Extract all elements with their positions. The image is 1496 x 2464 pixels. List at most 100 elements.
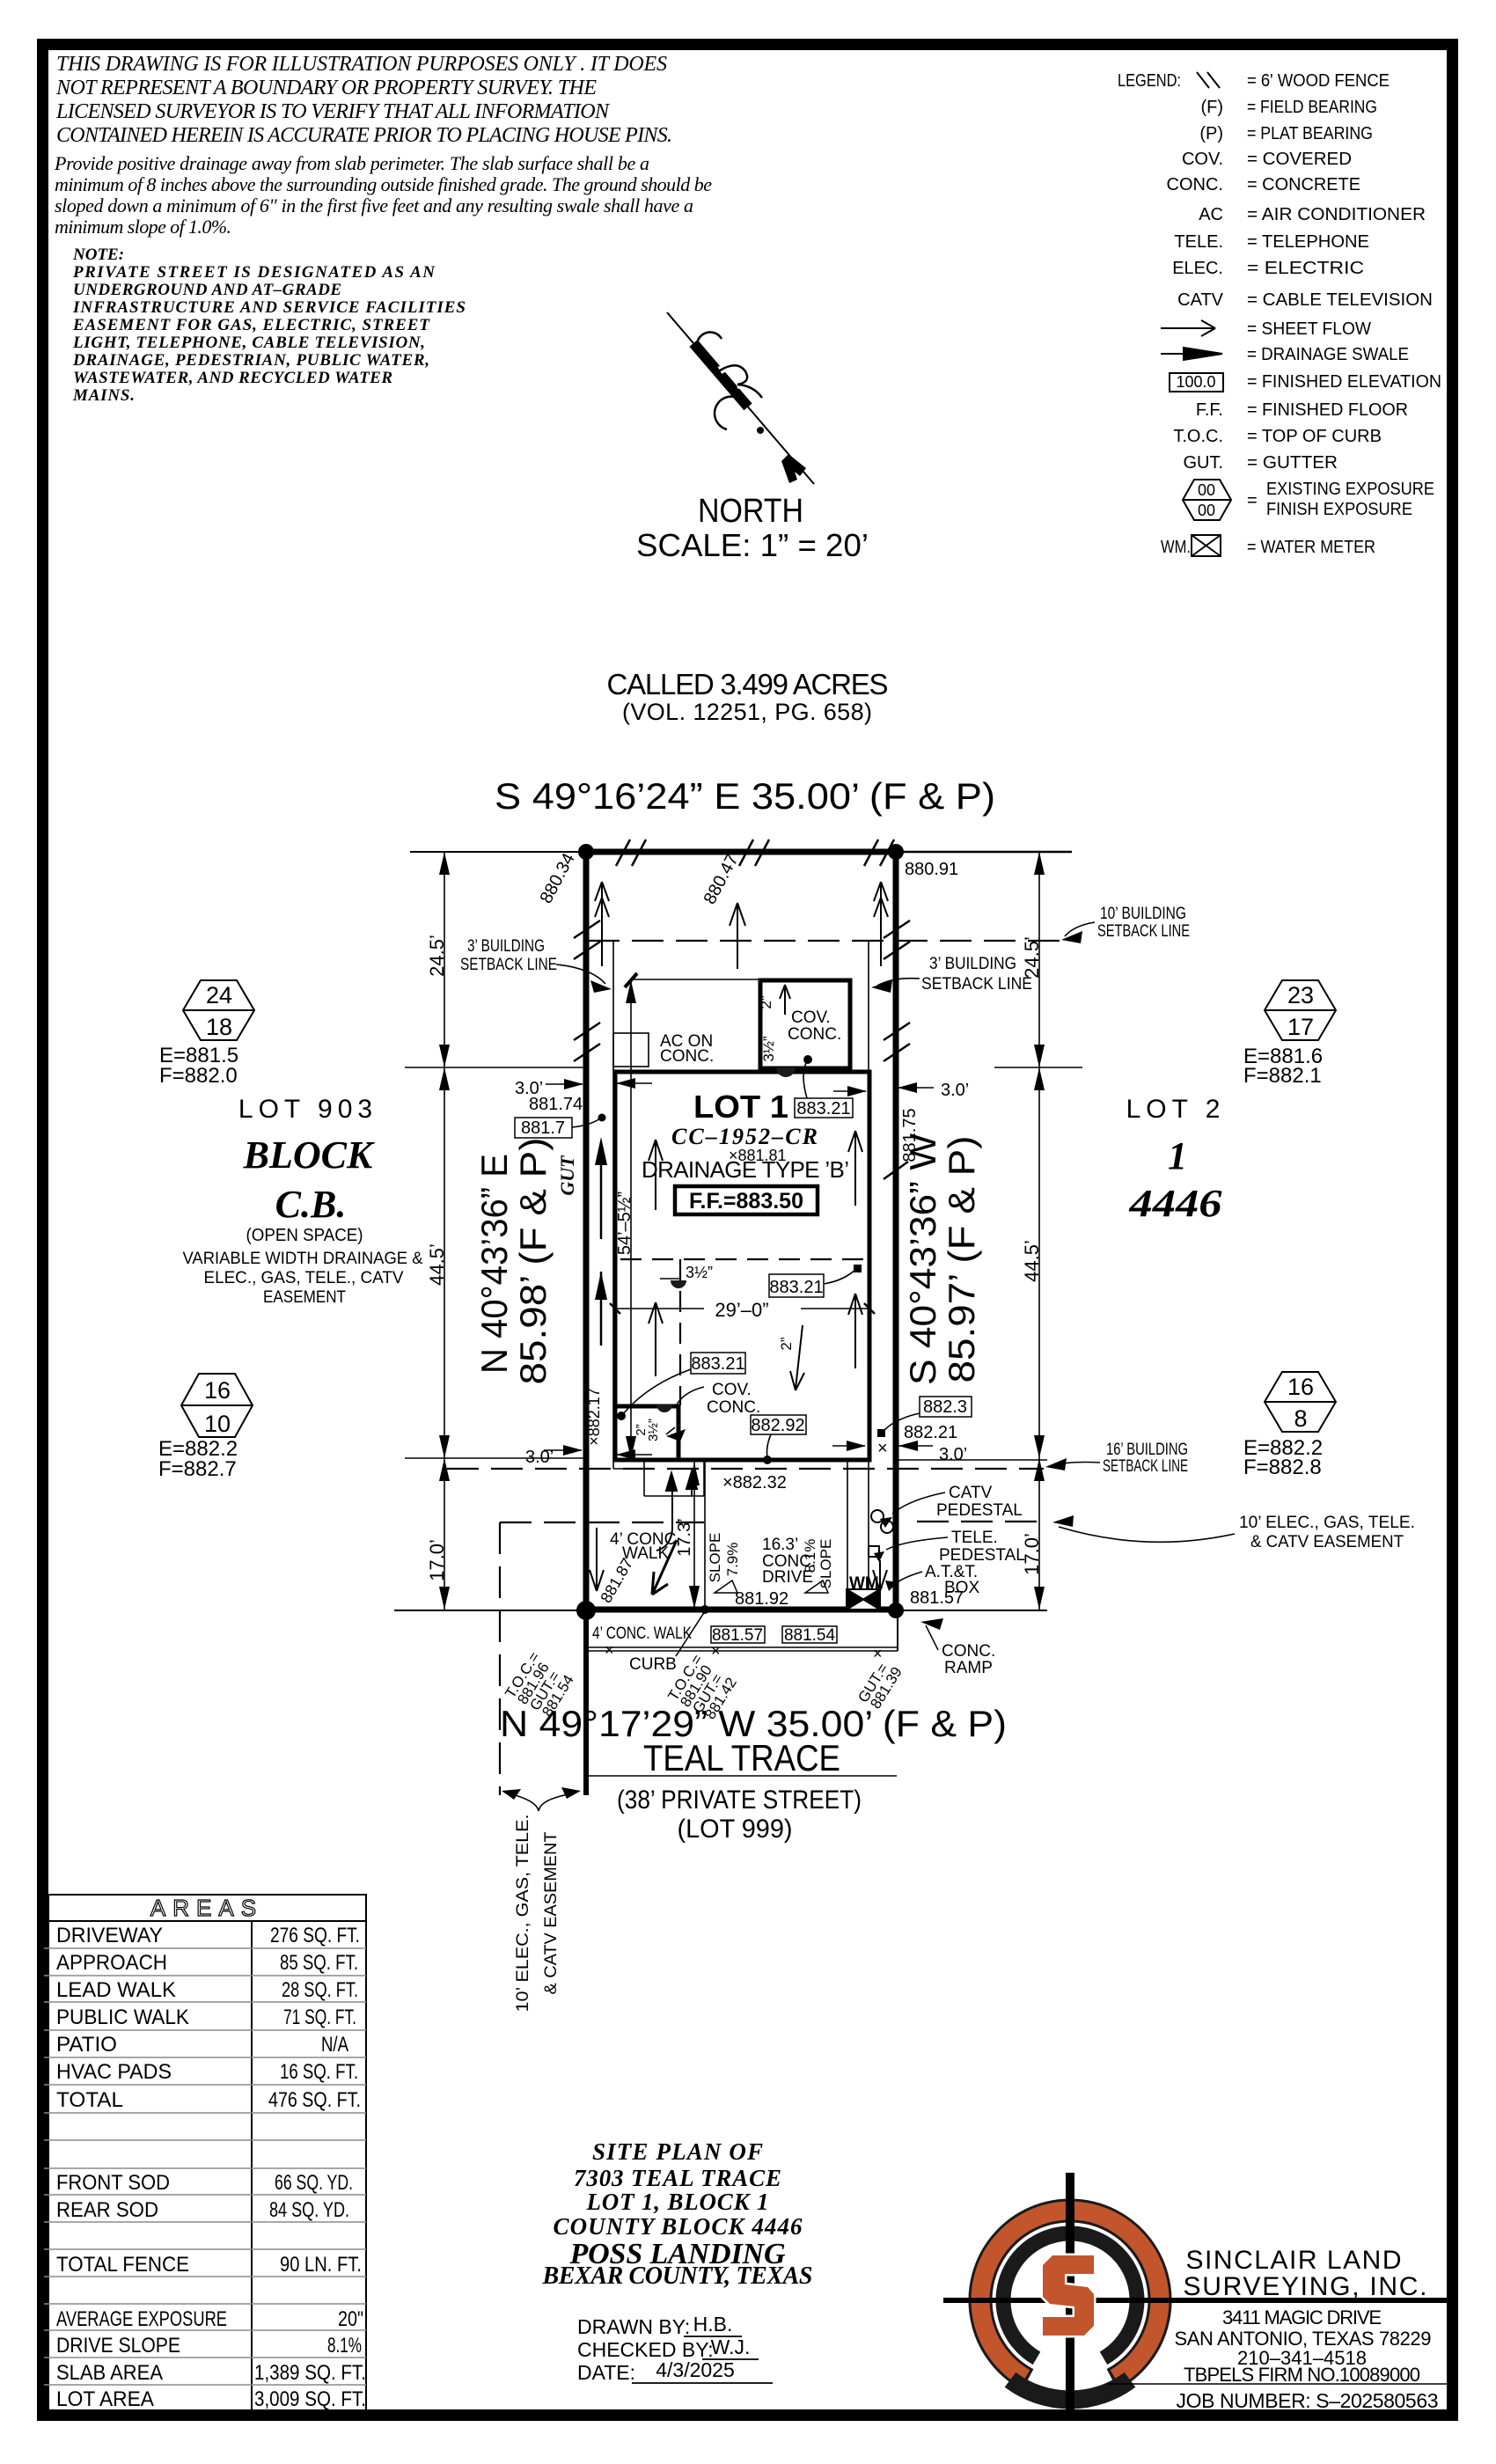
svg-text:= FIELD BEARING: = FIELD BEARING: [1247, 98, 1377, 117]
svg-text:PRIVATE STREET IS DESIGNATED A: PRIVATE STREET IS DESIGNATED AS AN: [72, 263, 436, 282]
svg-text:8.1%: 8.1%: [802, 1539, 818, 1573]
svg-text:CATV: CATV: [1177, 290, 1224, 310]
svg-text:SETBACK LINE: SETBACK LINE: [460, 956, 557, 974]
svg-text:4’ CONC.: 4’ CONC.: [610, 1530, 681, 1549]
svg-text:882.3: 882.3: [923, 1397, 967, 1417]
svg-text:3.0’: 3.0’: [515, 1079, 543, 1098]
svg-text:A.T.&T.: A.T.&T.: [925, 1563, 978, 1581]
svg-text:minimum of 8 inches above the: minimum of 8 inches above the surroundin…: [55, 173, 712, 195]
svg-text:×: ×: [873, 1645, 883, 1662]
svg-text:= TELEPHONE: = TELEPHONE: [1247, 232, 1369, 252]
svg-text:=: =: [1247, 491, 1258, 510]
svg-text:3½”: 3½”: [760, 1036, 777, 1062]
svg-text:LEGEND:: LEGEND:: [1118, 71, 1181, 91]
svg-text:TBPELS FIRM NO.10089000: TBPELS FIRM NO.10089000: [1184, 2364, 1421, 2386]
svg-text:17.0’: 17.0’: [1021, 1533, 1043, 1575]
svg-text:18: 18: [206, 1014, 232, 1040]
svg-text:SLOPE: SLOPE: [707, 1533, 723, 1583]
svg-text:882.92: 882.92: [751, 1416, 804, 1435]
svg-text:TOTAL FENCE: TOTAL FENCE: [56, 2253, 189, 2277]
svg-text:CONC.: CONC.: [660, 1047, 714, 1066]
svg-text:16 SQ. FT.: 16 SQ. FT.: [280, 2060, 358, 2084]
svg-text:10’ ELEC., GAS, TELE.: 10’ ELEC., GAS, TELE.: [1239, 1514, 1415, 1532]
svg-text:881.7: 881.7: [521, 1118, 565, 1138]
svg-text:(P): (P): [1199, 124, 1223, 143]
svg-text:N 40°43’36” E: N 40°43’36” E: [473, 1154, 515, 1374]
svg-text:20": 20": [338, 2307, 363, 2331]
svg-text:F=882.1: F=882.1: [1243, 1064, 1322, 1088]
svg-text:SINCLAIR LAND: SINCLAIR LAND: [1186, 2246, 1404, 2275]
svg-text:SETBACK LINE: SETBACK LINE: [1103, 1457, 1188, 1476]
svg-text:& CATV EASEMENT: & CATV EASEMENT: [542, 1831, 561, 1994]
svg-text:= AIR CONDITIONER: = AIR CONDITIONER: [1247, 205, 1426, 224]
svg-text:7.9%: 7.9%: [724, 1543, 741, 1577]
svg-text:CHECKED BY:: CHECKED BY:: [577, 2338, 714, 2361]
svg-text:LOT 903: LOT 903: [238, 1095, 378, 1124]
svg-text:DRAWN BY:: DRAWN BY:: [577, 2315, 690, 2338]
svg-text:44.5’: 44.5’: [1021, 1240, 1043, 1282]
svg-text:TELE.: TELE.: [1174, 232, 1223, 252]
svg-text:DRAINAGE, PEDESTRIAN, PUBLIC W: DRAINAGE, PEDESTRIAN, PUBLIC WATER,: [72, 351, 429, 370]
svg-text:PEDESTAL: PEDESTAL: [936, 1501, 1023, 1520]
svg-text:CONTAINED HEREIN IS ACCURATE P: CONTAINED HEREIN IS ACCURATE PRIOR TO PL…: [56, 124, 672, 147]
svg-text:POSS LANDING: POSS LANDING: [569, 2238, 786, 2270]
svg-text:NOT REPRESENT A BOUNDARY OR PR: NOT REPRESENT A BOUNDARY OR PROPERTY SUR…: [55, 77, 597, 99]
svg-text:= FINISHED FLOOR: = FINISHED FLOOR: [1247, 400, 1408, 420]
svg-text:LICENSED SURVEYOR IS TO VERIFY: LICENSED SURVEYOR IS TO VERIFY THAT ALL …: [55, 100, 611, 123]
svg-text:AREAS: AREAS: [150, 1895, 263, 1921]
svg-text:= SHEET FLOW: = SHEET FLOW: [1247, 319, 1371, 339]
svg-text:LIGHT, TELEPHONE, CABLE TELEVI: LIGHT, TELEPHONE, CABLE TELEVISION,: [72, 334, 425, 352]
svg-text:E=882.2: E=882.2: [1243, 1436, 1323, 1460]
svg-text:= 6' WOOD FENCE: = 6' WOOD FENCE: [1247, 71, 1390, 91]
svg-text:= ELECTRIC: = ELECTRIC: [1247, 259, 1364, 278]
svg-text:EASEMENT: EASEMENT: [263, 1288, 346, 1307]
svg-text:SITE PLAN OF: SITE PLAN OF: [592, 2138, 763, 2165]
svg-text:3.0’: 3.0’: [939, 1445, 967, 1464]
svg-text:ELEC., GAS, TELE., CATV: ELEC., GAS, TELE., CATV: [204, 1269, 404, 1287]
svg-text:F=882.0: F=882.0: [159, 1064, 238, 1088]
svg-text:REAR SOD: REAR SOD: [56, 2198, 158, 2222]
svg-text:EXISTING EXPOSURE: EXISTING EXPOSURE: [1266, 480, 1434, 499]
svg-text:S 49°16’24” E 35.00’ (F & P): S 49°16’24” E 35.00’ (F & P): [495, 775, 995, 817]
svg-text:10’ ELEC., GAS, TELE.: 10’ ELEC., GAS, TELE.: [514, 1815, 532, 2013]
svg-text:T.O.C.: T.O.C.: [1173, 427, 1223, 446]
svg-text:SAN ANTONIO, TEXAS 78229: SAN ANTONIO, TEXAS 78229: [1175, 2328, 1433, 2350]
svg-text:×: ×: [877, 1439, 888, 1458]
svg-text:881.74: 881.74: [529, 1095, 583, 1114]
svg-text:DATE:: DATE:: [577, 2361, 635, 2384]
svg-text:10’ BUILDING: 10’ BUILDING: [1100, 905, 1186, 923]
svg-text:DRIVE: DRIVE: [762, 1568, 813, 1587]
svg-text:883.21: 883.21: [796, 1099, 850, 1118]
svg-text:= COVERED: = COVERED: [1247, 150, 1352, 169]
svg-text:LOT 2: LOT 2: [1126, 1095, 1226, 1124]
svg-text:COUNTY BLOCK 4446: COUNTY BLOCK 4446: [554, 2213, 803, 2240]
svg-text:(LOT 999): (LOT 999): [678, 1815, 793, 1844]
svg-text:WALK: WALK: [622, 1544, 669, 1563]
svg-text:24.5’: 24.5’: [1021, 936, 1043, 979]
svg-text:N/A: N/A: [321, 2033, 348, 2057]
svg-text:Provide positive drainage away: Provide positive drainage away from slab…: [54, 152, 649, 174]
svg-text:F=882.8: F=882.8: [1243, 1456, 1322, 1479]
svg-text:(38’ PRIVATE STREET): (38’ PRIVATE STREET): [617, 1786, 862, 1815]
svg-text:E=881.6: E=881.6: [1243, 1045, 1323, 1068]
svg-text:E=881.5: E=881.5: [159, 1044, 238, 1067]
svg-text:C.B.: C.B.: [275, 1183, 347, 1226]
svg-text:LOT 1, BLOCK 1: LOT 1, BLOCK 1: [586, 2189, 769, 2215]
svg-text:SLAB AREA: SLAB AREA: [56, 2361, 163, 2385]
svg-text:GUT.: GUT.: [1183, 453, 1223, 473]
svg-text:3.0’: 3.0’: [941, 1081, 969, 1100]
svg-text:& CATV EASEMENT: & CATV EASEMENT: [1250, 1533, 1404, 1551]
svg-text:CC–1952–CR: CC–1952–CR: [671, 1124, 819, 1149]
svg-text:S 40°43’36” W: S 40°43’36” W: [902, 1133, 943, 1385]
svg-text:883.21: 883.21: [691, 1354, 744, 1374]
svg-text:COV.: COV.: [791, 1008, 831, 1027]
svg-text:SETBACK LINE: SETBACK LINE: [1097, 922, 1190, 941]
svg-text:F.F.=883.50: F.F.=883.50: [689, 1189, 803, 1214]
svg-text:16: 16: [204, 1377, 231, 1404]
svg-text:4’ CONC. WALK: 4’ CONC. WALK: [592, 1624, 692, 1643]
svg-text:210–341–4518: 210–341–4518: [1237, 2347, 1368, 2369]
svg-text:CONC.: CONC.: [707, 1398, 760, 1417]
svg-text:minimum slope of 1.0%.: minimum slope of 1.0%.: [55, 216, 231, 238]
svg-text:×: ×: [711, 1642, 721, 1660]
svg-text:E=882.2: E=882.2: [158, 1437, 238, 1461]
